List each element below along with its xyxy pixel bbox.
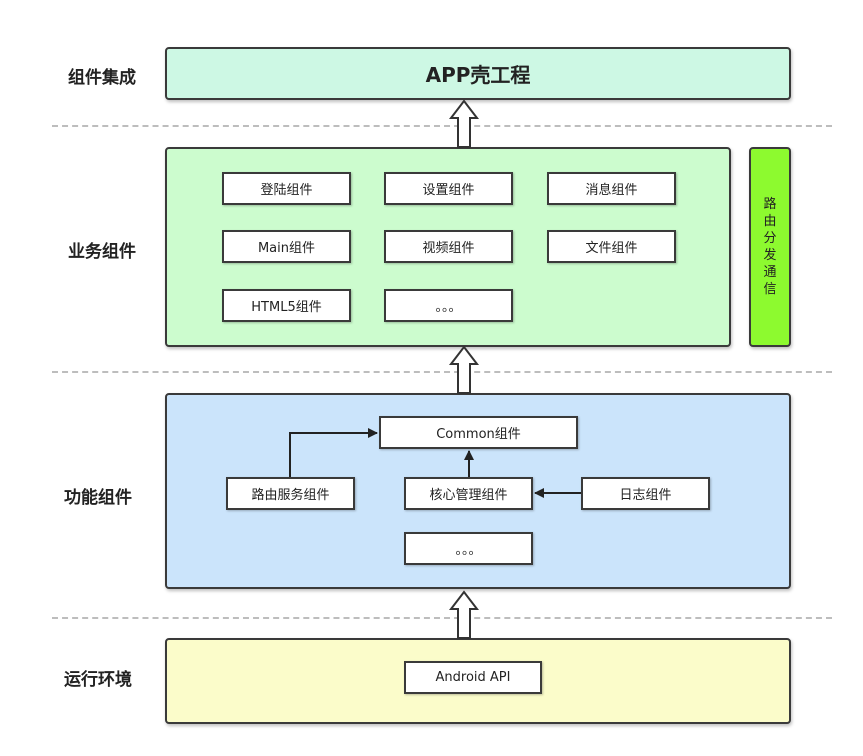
android-api: Android API [404, 661, 542, 694]
business-item: 。。。 [384, 289, 513, 322]
common-component: Common组件 [379, 416, 578, 449]
app-shell-title: APP壳工程 [425, 63, 531, 87]
layer-label-runtime: 运行环境 [64, 670, 132, 690]
business-item: 文件组件 [547, 230, 676, 263]
app-shell-layer: APP壳工程 [165, 47, 791, 100]
business-item: 视频组件 [384, 230, 513, 263]
routing-side-bar: 路由分发通信 [749, 147, 791, 347]
hollow-arrow-up [448, 590, 480, 639]
business-item: HTML5组件 [222, 289, 351, 322]
business-item: 登陆组件 [222, 172, 351, 205]
layer-label-business: 业务组件 [68, 242, 136, 262]
router-service-component: 路由服务组件 [226, 477, 355, 510]
separator-3 [52, 617, 832, 619]
hollow-arrow-up [448, 345, 480, 394]
log-component: 日志组件 [581, 477, 710, 510]
layer-label-integration: 组件集成 [68, 68, 136, 88]
business-item: Main组件 [222, 230, 351, 263]
core-manager-component: 核心管理组件 [404, 477, 533, 510]
separator-2 [52, 371, 832, 373]
routing-side-text: 路由分发通信 [763, 197, 777, 297]
business-item: 设置组件 [384, 172, 513, 205]
functional-more: 。。。 [404, 532, 533, 565]
hollow-arrow-up [448, 99, 480, 148]
business-item: 消息组件 [547, 172, 676, 205]
arrow-router-to-common [289, 428, 378, 477]
layer-label-functional: 功能组件 [64, 488, 132, 508]
separator-1 [52, 125, 832, 127]
